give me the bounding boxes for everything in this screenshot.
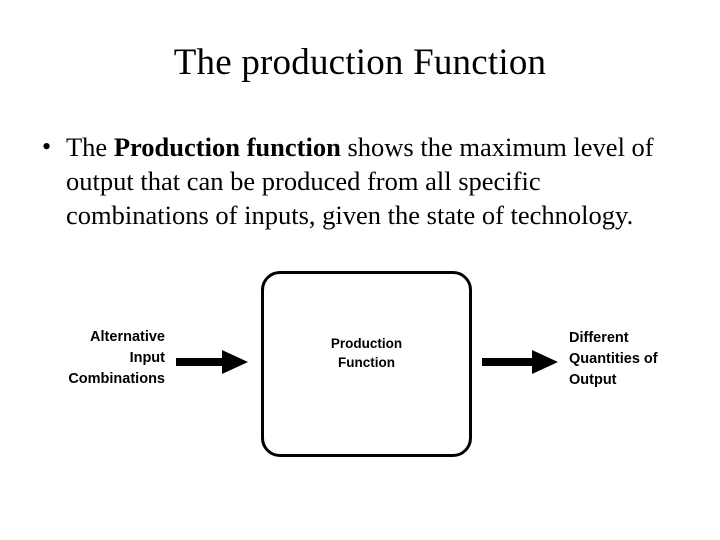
bullet-text: The Production function shows the maximu… [66,130,688,232]
output-label-line-1: Different [569,330,629,346]
input-label: Alternative Input Combinations [20,327,165,390]
body-text-block: • The Production function shows the maxi… [38,130,688,232]
bullet-text-tail: shows the maximum level of output that c… [66,132,654,230]
input-label-line-2: Input [129,350,165,366]
bullet-marker-icon: • [42,132,52,161]
bullet-text-emphasis: Production function [113,132,341,162]
input-label-line-3: Combinations [68,371,165,387]
process-box-label: Production Function [264,334,469,372]
output-label-line-3: Output [569,372,617,388]
input-arrow-right-icon [176,348,248,381]
output-arrow-right-icon [482,348,558,381]
output-label-line-2: Quantities of [569,351,658,367]
page-title: The production Function [173,42,547,83]
process-box: Production Function [261,271,472,457]
process-box-line-1: Production [330,336,403,351]
process-box-line-2: Function [338,355,395,370]
output-label: Different Quantities of Output [569,328,719,391]
input-label-line-1: Alternative [90,329,165,345]
bullet-item: • The Production function shows the maxi… [38,130,688,232]
bullet-text-lead: The [66,132,114,162]
